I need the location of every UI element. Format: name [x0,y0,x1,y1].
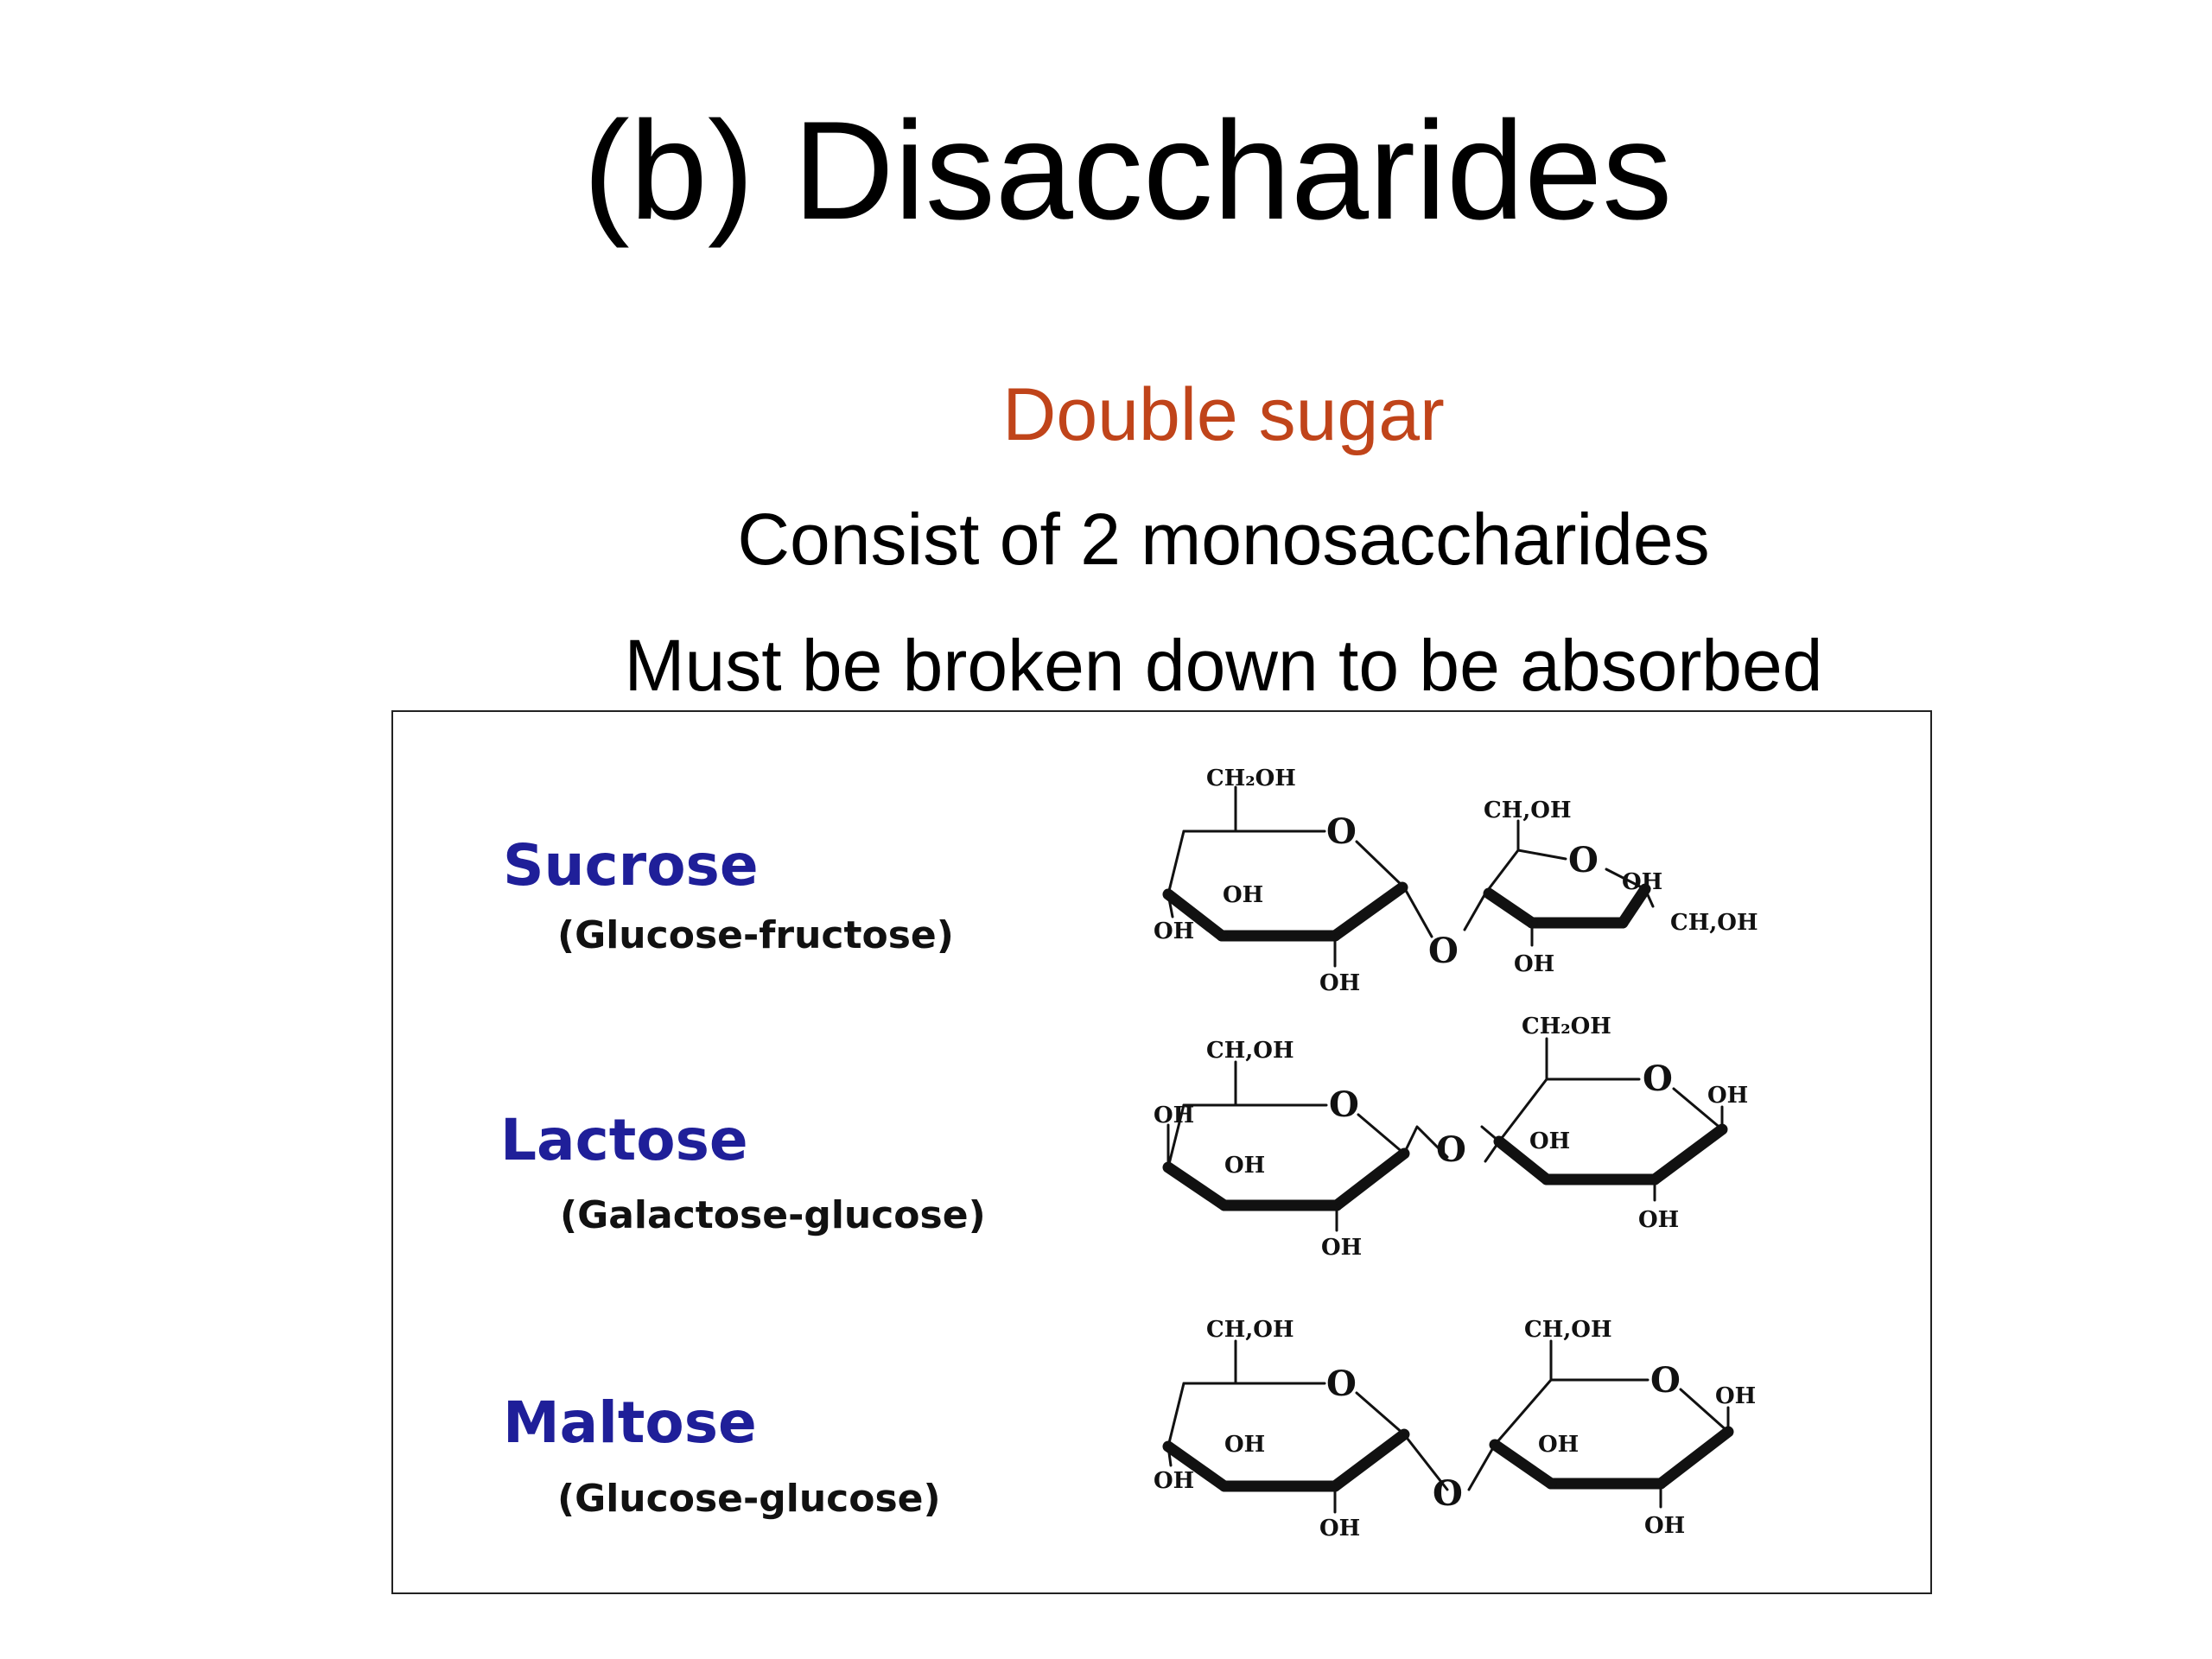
label-oh: OH [1319,970,1360,996]
label-oh: OH [1224,1153,1265,1179]
slide-title: (b) Disaccharides [582,92,1673,249]
label-oh: OH [1644,1513,1685,1539]
sucrose-glucose-ring [1162,785,1433,968]
label-ch2oh: CH₂OH [1206,766,1296,791]
label-oh: OH [1154,1468,1194,1494]
disaccharide-figure: Sucrose (Glucose-fructose) Lactose (Gala… [391,710,1932,1594]
label-oh: OH [1154,918,1194,944]
sucrose-name: Sucrose [503,832,759,899]
maltose-glucose-ring-1 [1162,1339,1449,1514]
maltose-name: Maltose [503,1389,757,1456]
maltose-composition: (Glucose-glucose) [557,1477,941,1521]
label-oh: OH [1514,951,1554,977]
label-oh: OH [1707,1083,1748,1109]
label-oh: OH [1538,1432,1579,1458]
lactose-composition: (Galactose-glucose) [560,1193,986,1237]
label-oh: OH [1529,1128,1570,1154]
label-ch2oh: CH,OH [1484,798,1572,823]
label-ch2oh: CH,OH [1670,910,1758,936]
label-oh: OH [1622,869,1662,895]
label-oh: OH [1223,882,1263,908]
ring-oxygen: O [1568,840,1599,880]
label-ch2oh: CH,OH [1206,1038,1294,1064]
label-ch2oh: CH,OH [1206,1317,1294,1343]
ring-oxygen: O [1643,1058,1673,1099]
ring-oxygen: O [1650,1360,1681,1401]
ring-oxygen: O [1326,811,1357,852]
lactose-name: Lactose [500,1107,748,1173]
label-oh: OH [1224,1432,1265,1458]
label-oh: OH [1154,1103,1194,1128]
bullet-line-2: Must be broken down to be absorbed [624,625,1823,706]
structural-formulas: CH₂OH O OH OH OH O CH,OH O OH CH,OH OH C… [1154,766,1758,1541]
label-oh: OH [1638,1207,1679,1233]
sucrose-composition: (Glucose-fructose) [557,913,954,957]
sucrose-fructose-ring [1463,819,1655,947]
ring-oxygen: O [1326,1363,1357,1404]
label-oh: OH [1319,1516,1360,1541]
glycosidic-oxygen: O [1436,1129,1466,1170]
bullet-line-1: Consist of 2 monosaccharides [737,499,1710,580]
label-oh: OH [1321,1235,1362,1261]
lactose-glucose-ring [1480,1037,1728,1202]
glycosidic-oxygen: O [1433,1473,1463,1514]
label-oh: OH [1715,1383,1756,1409]
slide-subtitle: Double sugar [1002,373,1445,456]
glycosidic-oxygen: O [1428,931,1459,971]
label-ch2oh: CH₂OH [1522,1014,1611,1039]
maltose-glucose-ring-2 [1467,1339,1734,1509]
lactose-galactose-ring [1162,1060,1449,1232]
ring-oxygen: O [1329,1084,1359,1125]
label-ch2oh: CH,OH [1524,1317,1612,1343]
